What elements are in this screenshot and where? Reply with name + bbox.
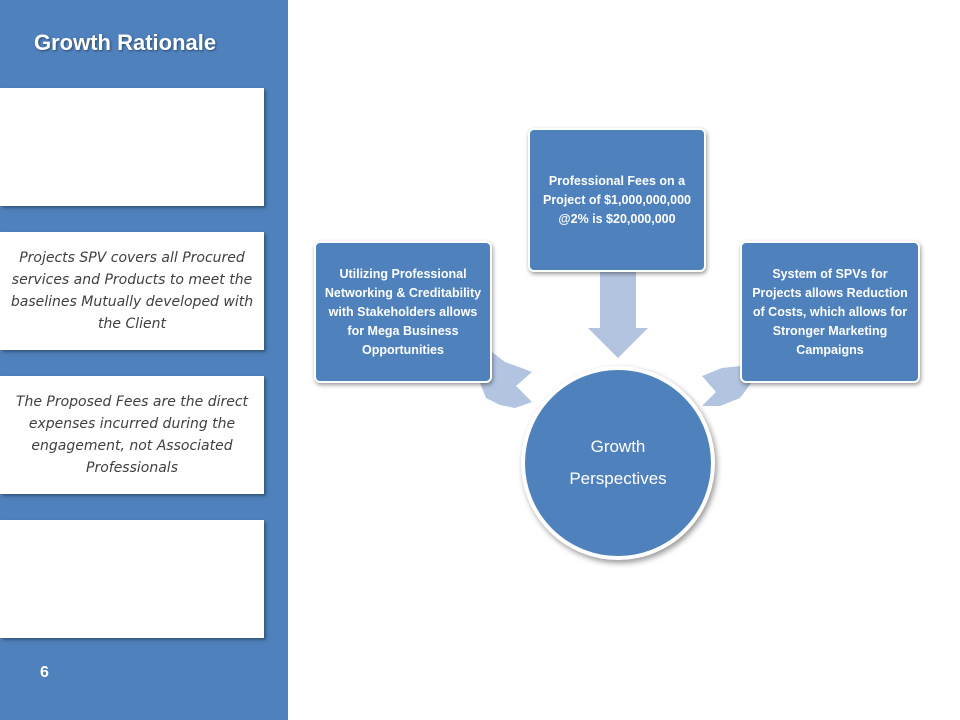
hub-growth-perspectives: Growth Perspectives — [521, 366, 715, 560]
note-text: The Proposed Fees are the direct expense… — [15, 394, 249, 476]
box-spv-system-text: System of SPVs for Projects allows Reduc… — [752, 266, 908, 357]
box-professional-fees-text: Professional Fees on a Project of $1,000… — [542, 173, 691, 226]
arrow-right-to-hub — [702, 366, 752, 406]
sidebar: Growth Rationale Projects SPV covers all… — [0, 0, 288, 720]
hub-line-1: Growth — [590, 437, 646, 456]
note-card-1 — [0, 88, 264, 206]
note-card-2: Projects SPV covers all Procured service… — [0, 232, 264, 350]
sidebar-title: Growth Rationale — [34, 30, 217, 55]
note-text: Projects SPV covers all Procured service… — [10, 250, 254, 332]
arrow-top-to-hub — [588, 272, 648, 358]
box-networking: Utilizing Professional Networking & Cred… — [314, 241, 492, 383]
box-networking-text: Utilizing Professional Networking & Cred… — [324, 266, 482, 357]
box-spv-system: System of SPVs for Projects allows Reduc… — [740, 241, 920, 383]
hub-line-2: Perspectives — [569, 469, 667, 488]
note-card-3: The Proposed Fees are the direct expense… — [0, 376, 264, 494]
note-card-4 — [0, 520, 264, 638]
box-professional-fees: Professional Fees on a Project of $1,000… — [528, 128, 706, 272]
page-number: 6 — [40, 664, 49, 681]
